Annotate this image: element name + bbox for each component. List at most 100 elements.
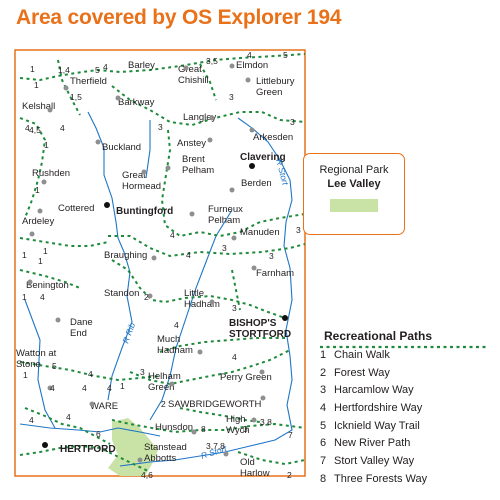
path-legend-number: 2 xyxy=(320,366,327,379)
river-stort xyxy=(119,117,293,467)
path-legend-number: 1 xyxy=(320,349,327,361)
place-marker-cottered xyxy=(37,208,43,214)
place-marker-helham-green xyxy=(169,381,175,387)
place-label-anstey: Anstey xyxy=(177,138,206,149)
place-marker-littlebury-green xyxy=(245,77,251,83)
place-label-kelshall: Kelshall xyxy=(22,101,55,112)
route-number: 1 xyxy=(34,80,39,90)
route-number: 4 xyxy=(66,412,71,422)
route-number: 4 xyxy=(60,123,65,133)
place-marker-standon xyxy=(147,293,153,299)
path-legend-name: Stort Valley Way xyxy=(334,455,415,468)
route-number: 3 xyxy=(243,424,248,434)
route-number: 3,8 xyxy=(260,417,272,427)
place-marker-farnham xyxy=(251,265,257,271)
place-marker-little-hadham xyxy=(209,299,215,305)
place-marker-much-hadham xyxy=(197,349,203,355)
place-marker-brent-pelham xyxy=(165,165,171,171)
path-legend-name: Hertfordshire Way xyxy=(334,402,423,415)
path-legend-number: 7 xyxy=(320,455,327,468)
place-label-farnham: Farnham xyxy=(256,268,294,279)
place-label-buntingford: Buntingford xyxy=(116,206,173,217)
route-number: 4,6 xyxy=(141,470,153,480)
river-rib xyxy=(87,111,133,401)
path-legend-name: New River Path xyxy=(334,437,411,450)
place-marker-dane-end xyxy=(55,317,61,323)
place-label-manuden: Manuden xyxy=(240,227,280,238)
paths-legend-symbol xyxy=(320,345,488,349)
route-number: 3,5 xyxy=(206,56,218,66)
place-marker-kelshall xyxy=(47,107,53,113)
route-number: 6 xyxy=(96,429,101,439)
page-title: Area covered by OS Explorer 194 xyxy=(16,6,342,29)
place-marker-bishops-stortford xyxy=(282,315,288,321)
place-label-hunsdon: Hunsdon xyxy=(155,422,193,433)
path-legend-number: 4 xyxy=(320,402,327,415)
place-label-ardeley: Ardeley xyxy=(22,216,54,227)
path-legend-item: 2 Forest Way xyxy=(320,365,427,383)
river-lea xyxy=(19,423,161,437)
river-label-rib: R Rib xyxy=(120,321,137,345)
path-legend-number: 5 xyxy=(320,419,327,432)
place-label-cottered: Cottered xyxy=(58,203,94,214)
place-label-buckland: Buckland xyxy=(102,142,141,153)
place-marker-hertford xyxy=(42,442,48,448)
path-legend-item: 1 Chain Walk xyxy=(320,347,427,365)
path-legend-name: Icknield Way Trail xyxy=(334,419,420,432)
route-number: 5 xyxy=(283,50,288,60)
place-marker-great-hormead xyxy=(141,169,147,175)
place-marker-ardeley xyxy=(29,231,35,237)
place-marker-arkesden xyxy=(249,127,255,133)
route-number: 3 xyxy=(232,303,237,313)
route-number: 4 xyxy=(50,383,55,393)
path-legend-item: 5 Icknield Way Trail xyxy=(320,418,427,436)
path-legend-name: Forest Way xyxy=(334,366,390,379)
place-label-rushden: Rushden xyxy=(32,168,70,179)
route-number: 1 xyxy=(38,256,43,266)
river-ash xyxy=(149,209,233,421)
place-marker-watton-at-stone xyxy=(47,385,53,391)
place-label-barley: Barley xyxy=(128,60,155,71)
route-number: 1 xyxy=(23,370,28,380)
place-label-langley: Langley xyxy=(183,112,217,123)
place-marker-stanstead-abbotts xyxy=(137,457,143,463)
route-number: 8 xyxy=(201,424,206,434)
route-number: 1 xyxy=(43,246,48,256)
route-number: 3 xyxy=(296,225,301,235)
route-number: 4 xyxy=(88,369,93,379)
place-marker-langley xyxy=(209,115,215,121)
place-label-barkway: Barkway xyxy=(118,97,155,108)
map-frame xyxy=(14,49,306,477)
regional-park-legend: Regional Park Lee Valley xyxy=(303,153,405,235)
river-label-stort: R Stort xyxy=(274,158,291,187)
place-label-sawbridgeworth: SAWBRIDGEWORTH xyxy=(168,399,262,410)
path-legend-name: Chain Walk xyxy=(334,349,390,361)
place-label-ware: WARE xyxy=(90,401,118,412)
place-marker-high-wych xyxy=(251,417,257,423)
route-number: 3 xyxy=(290,117,295,127)
route-number: 3 xyxy=(140,367,145,377)
route-number: 3 xyxy=(158,122,163,132)
route-number: 5 xyxy=(95,65,100,75)
place-marker-manuden xyxy=(231,235,237,241)
route-number: 1,5 xyxy=(70,92,82,102)
path-legend-item: 7 Stort Valley Way xyxy=(320,453,427,471)
recreational-paths-title: Recreational Paths xyxy=(324,329,433,343)
route-number: 1 xyxy=(44,140,49,150)
place-marker-barkway xyxy=(115,95,121,101)
route-number: 4 xyxy=(232,352,237,362)
recreational-paths xyxy=(19,53,306,473)
place-marker-therfield xyxy=(63,85,69,91)
